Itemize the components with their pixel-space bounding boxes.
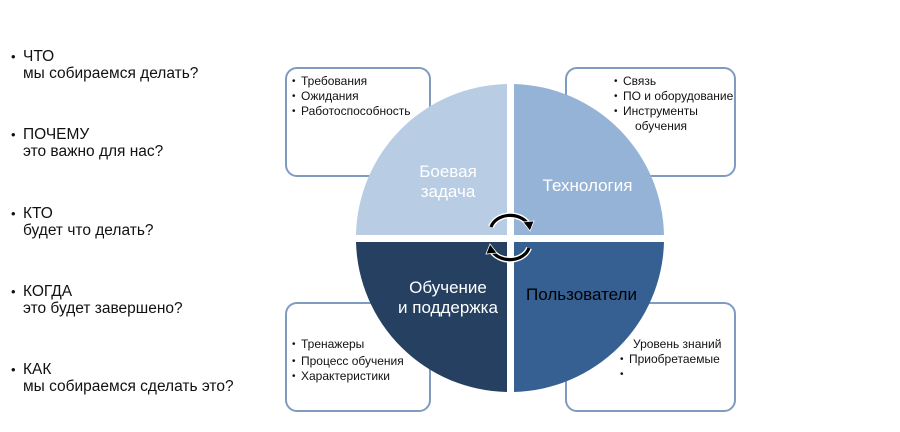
bullet: • — [292, 91, 296, 102]
quadrant-label-mission: Боевая задача — [419, 162, 477, 201]
question-sub: это важно для нас? — [23, 143, 164, 160]
bullet: • — [292, 106, 296, 117]
bullet: • — [614, 106, 618, 117]
arrow-head-right — [522, 220, 535, 232]
question-how: • КАК мы собираемся сделать это? — [11, 361, 234, 395]
question-head: КАК — [23, 361, 52, 378]
question-head: ЧТО — [23, 48, 55, 65]
quadrant-technology — [514, 84, 664, 235]
list-item: •Требования — [292, 74, 368, 88]
question-sub: будет что делать? — [23, 222, 154, 239]
quadrant-label-technology: Технология — [542, 176, 633, 195]
bullet: • — [11, 49, 16, 64]
bullet: • — [620, 369, 624, 380]
bullet: • — [11, 284, 16, 299]
quadrant-label-users: Пользователи — [526, 285, 637, 304]
bullet: • — [11, 206, 16, 221]
list-item: •Процесс обучения — [292, 354, 404, 368]
bullet: • — [614, 91, 618, 102]
question-sub: мы собираемся делать? — [23, 65, 199, 82]
question-head: КОГДА — [23, 283, 73, 300]
bullet: • — [292, 76, 296, 87]
question-head: КТО — [23, 205, 53, 222]
bullet: • — [614, 76, 618, 87]
cycle-arrows-icon — [488, 212, 532, 263]
list-item-heading: Уровень знаний — [633, 337, 722, 351]
quadrant-training — [356, 242, 507, 392]
quadrant-mission — [356, 84, 507, 235]
list-item-continuation: обучения — [635, 119, 688, 133]
questions-list: • ЧТО мы собираемся делать? • ПОЧЕМУ это… — [0, 0, 270, 432]
bullet: • — [620, 354, 624, 365]
question-sub: мы собираемся сделать это? — [23, 378, 234, 395]
arrow-head-left — [485, 243, 498, 255]
question-when: • КОГДА это будет завершено? — [11, 283, 183, 317]
list-item: •Тренажеры — [292, 337, 365, 351]
list-item: •Приобретаемые — [620, 352, 720, 366]
bullet: • — [292, 356, 296, 367]
list-item: •Связь — [614, 74, 657, 88]
quadrant-users — [514, 242, 664, 392]
quadrant-label-training: Обучение и поддержка — [398, 278, 498, 317]
bullet: • — [292, 371, 296, 382]
bullet: • — [11, 127, 16, 142]
list-item: •Характеристики — [292, 369, 390, 383]
question-sub: это будет завершено? — [23, 300, 183, 317]
list-item: •ПО и оборудование — [614, 89, 734, 103]
bullet: • — [292, 339, 296, 350]
list-item: •Работоспособность — [292, 104, 411, 118]
question-what: • ЧТО мы собираемся делать? — [11, 48, 198, 82]
bullet: • — [11, 362, 16, 377]
list-item: •Ожидания — [292, 89, 359, 103]
question-head: ПОЧЕМУ — [23, 126, 90, 143]
question-why: • ПОЧЕМУ это важно для нас? — [11, 126, 163, 160]
question-who: • КТО будет что делать? — [11, 205, 154, 239]
